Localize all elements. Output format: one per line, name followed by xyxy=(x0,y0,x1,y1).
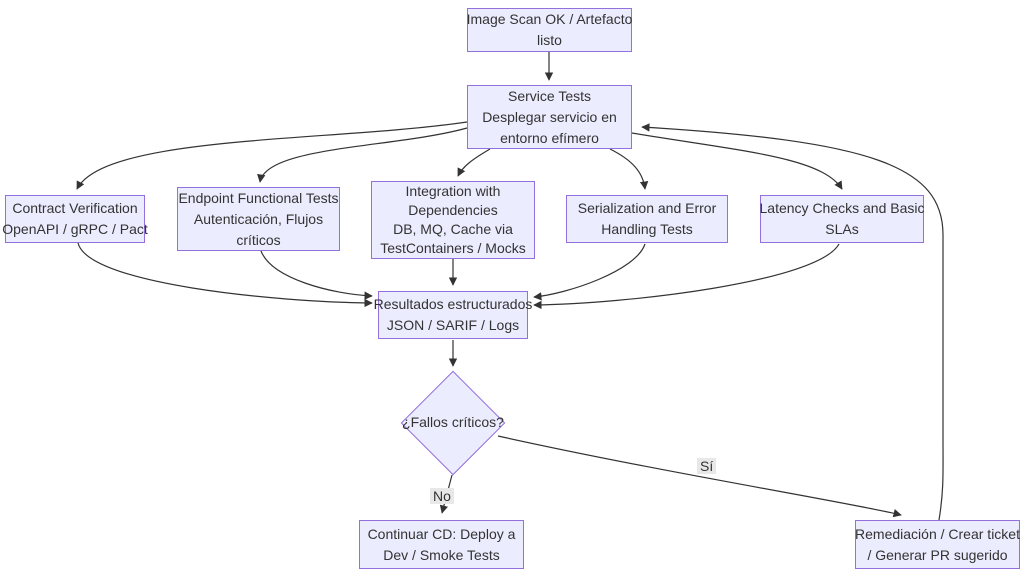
edge-label-si: Sí xyxy=(697,458,717,474)
node-image-scan-line1: Image Scan OK / Artefacto xyxy=(466,11,633,27)
edge-service-serialization xyxy=(609,148,649,190)
edge-service-contract xyxy=(76,121,468,190)
node-continuar-line1: Continuar CD: Deploy a xyxy=(367,525,516,542)
edge-serialization-resultados xyxy=(533,243,646,301)
node-latency-line1: Latency Checks and Basic xyxy=(759,200,925,216)
node-integration-line1: Integration with xyxy=(405,183,501,199)
edge-label-no: No xyxy=(430,488,454,504)
edge-decision-remediacion xyxy=(497,435,902,518)
node-contract-verification: Contract Verification OpenAPI / gRPC / P… xyxy=(2,195,148,243)
node-serialization-line1: Serialization and Error xyxy=(577,200,717,216)
node-integration-line3: DB, MQ, Cache via xyxy=(393,221,513,237)
node-endpoint-line2: Autenticación, Flujos xyxy=(193,210,324,227)
edge-latency-resultados xyxy=(533,243,840,310)
node-remediacion: Remediación / Crear ticket / Generar PR … xyxy=(855,520,1020,569)
node-contract-line2: OpenAPI / gRPC / Pact xyxy=(2,221,148,237)
decision-diamond-label: ¿Fallos críticos? xyxy=(402,414,504,430)
node-latency-line2: SLAs xyxy=(825,221,859,237)
node-service-tests-line3: entorno efímero xyxy=(500,129,599,146)
node-endpoint-line3: críticos xyxy=(236,231,281,248)
node-image-scan: Image Scan OK / Artefacto listo xyxy=(467,8,632,52)
edge-service-latency xyxy=(631,132,843,190)
node-serialization-line2: Handling Tests xyxy=(601,221,693,237)
node-latency-checks: Latency Checks and Basic SLAs xyxy=(759,195,925,243)
node-resultados-estructurados: Resultados estructurados JSON / SARIF / … xyxy=(374,291,532,339)
edge-remediacion-service-feedback xyxy=(641,123,944,521)
edge-endpoint-resultados xyxy=(260,250,373,300)
node-remediacion-line2: / Generar PR sugerido xyxy=(867,546,1008,563)
node-service-tests-line2: Desplegar servicio en xyxy=(482,108,617,125)
edge-contract-resultados xyxy=(77,242,373,308)
node-integration-dependencies: Integration with Dependencies DB, MQ, Ca… xyxy=(371,181,535,259)
node-resultados-line1: Resultados estructurados xyxy=(373,296,533,312)
node-service-tests-line1: Service Tests xyxy=(508,87,591,104)
node-service-tests: Service Tests Desplegar servicio en ento… xyxy=(467,85,632,149)
node-remediacion-line1: Remediación / Crear ticket xyxy=(855,525,1020,542)
node-contract-line1: Contract Verification xyxy=(12,200,138,216)
edge-service-integration xyxy=(457,148,491,177)
node-continuar-line2: Dev / Smoke Tests xyxy=(383,546,500,563)
node-serialization-tests: Serialization and Error Handling Tests xyxy=(566,195,728,243)
edge-service-endpoint xyxy=(257,127,468,183)
node-resultados-line2: JSON / SARIF / Logs xyxy=(386,317,520,333)
node-endpoint-functional-tests: Endpoint Functional Tests Autenticación,… xyxy=(177,187,340,251)
node-integration-line2: Dependencies xyxy=(408,202,498,218)
node-endpoint-line1: Endpoint Functional Tests xyxy=(178,189,339,206)
node-image-scan-line2: listo xyxy=(537,32,562,48)
node-continuar-cd: Continuar CD: Deploy a Dev / Smoke Tests xyxy=(359,520,524,569)
node-integration-line4: TestContainers / Mocks xyxy=(380,240,526,256)
